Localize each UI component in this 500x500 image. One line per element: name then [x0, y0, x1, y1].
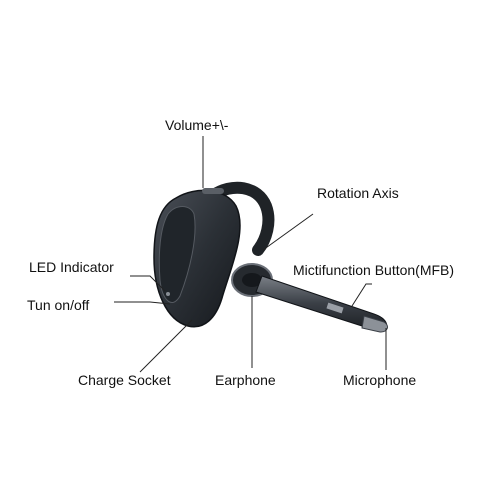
label-power: Tun on/off [27, 297, 90, 313]
label-rotation-axis: Rotation Axis [317, 185, 399, 201]
charge-leader [139, 319, 193, 373]
label-charge-socket: Charge Socket [78, 372, 171, 388]
mfb-ring [326, 302, 344, 314]
mfb-leader [351, 283, 372, 307]
microphone-tip [361, 315, 388, 333]
power-leader [114, 301, 171, 305]
label-earphone: Earphone [215, 372, 276, 388]
led-leader [130, 275, 166, 292]
leader-lines [114, 136, 387, 373]
label-microphone: Microphone [343, 372, 417, 388]
label-volume: Volume+\- [165, 117, 229, 133]
rotation-leader [262, 213, 314, 251]
front-panel [158, 206, 196, 303]
label-mfb: Mictifunction Button(MFB) [293, 262, 455, 278]
ear-hook [206, 181, 275, 256]
label-led-indicator: LED Indicator [29, 259, 114, 275]
led-indicator [166, 292, 170, 296]
volume-button [202, 188, 224, 194]
